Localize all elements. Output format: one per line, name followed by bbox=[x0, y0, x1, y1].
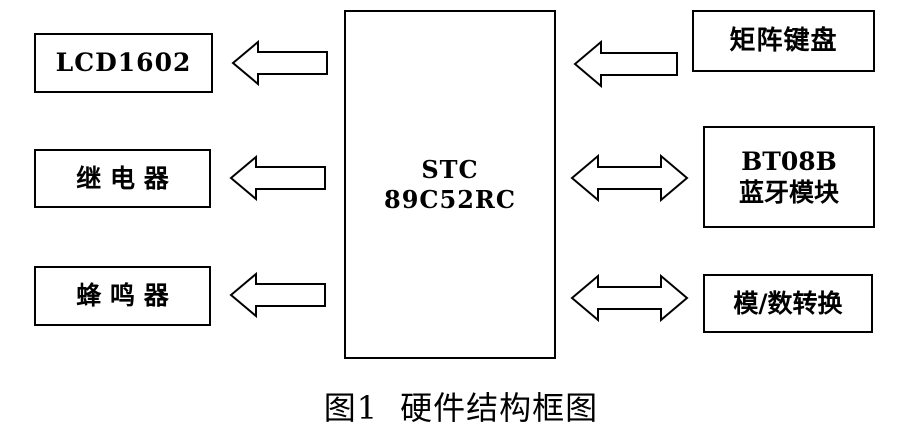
arrow-to-lcd1602 bbox=[231, 39, 328, 87]
bluetooth-block: BT08B 蓝牙模块 bbox=[703, 126, 875, 228]
arrow-from-keypad bbox=[573, 39, 678, 89]
relay-block: 继 电 器 bbox=[34, 149, 211, 208]
arrow-to-buzzer bbox=[229, 271, 326, 319]
bluetooth-label-line1: BT08B bbox=[741, 146, 837, 176]
keypad-label: 矩阵键盘 bbox=[729, 25, 838, 56]
lcd1602-block: LCD1602 bbox=[34, 33, 213, 93]
bluetooth-label-line2: 蓝牙模块 bbox=[738, 178, 839, 207]
buzzer-label: 蜂 鸣 器 bbox=[76, 281, 169, 311]
buzzer-block: 蜂 鸣 器 bbox=[34, 266, 211, 326]
lcd1602-label: LCD1602 bbox=[55, 48, 192, 78]
figure-caption: 图1 硬件结构框图 bbox=[0, 383, 922, 429]
figure-number: 图1 bbox=[323, 389, 379, 427]
arrow-adc-bidirectional bbox=[570, 273, 689, 323]
figure-title: 硬件结构框图 bbox=[400, 389, 599, 427]
arrow-bluetooth-bidirectional bbox=[570, 153, 689, 203]
mcu-label-line1: STC bbox=[421, 154, 479, 184]
adc-block: 模/数转换 bbox=[703, 274, 873, 333]
keypad-block: 矩阵键盘 bbox=[692, 10, 875, 72]
relay-label: 继 电 器 bbox=[76, 163, 169, 193]
adc-label: 模/数转换 bbox=[733, 288, 843, 318]
arrow-to-relay bbox=[229, 154, 326, 202]
mcu-label-line2: 89C52RC bbox=[384, 184, 516, 214]
mcu-block: STC 89C52RC bbox=[344, 10, 556, 359]
